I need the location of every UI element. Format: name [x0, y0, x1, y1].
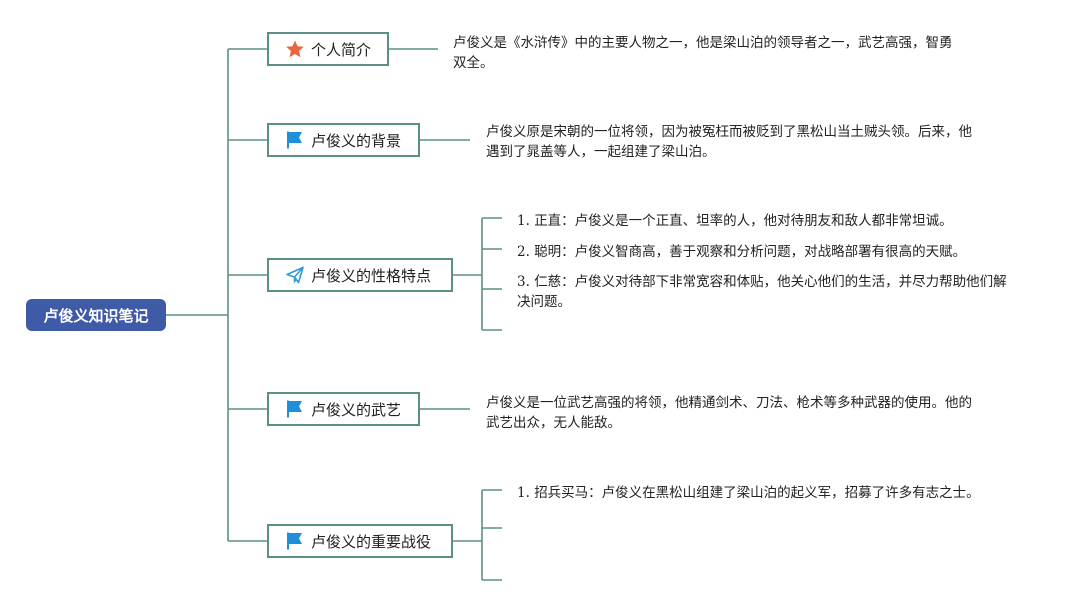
branch-label: 卢俊义的背景 — [311, 131, 402, 150]
branch-label: 卢俊义的性格特点 — [311, 266, 432, 285]
background-text: 卢俊义原是宋朝的一位将领，因为被冤枉而被贬到了黑松山当土贼头领。后来，他遇到了晁… — [486, 124, 972, 160]
item-number: 1. — [517, 213, 530, 229]
branch-node-personality[interactable]: 卢俊义的性格特点 — [267, 258, 453, 292]
item-number: 1. — [517, 485, 530, 501]
branch-label: 卢俊义的武艺 — [311, 400, 402, 419]
branch-node-battles[interactable]: 卢俊义的重要战役 — [267, 524, 453, 558]
item-number: 2. — [517, 244, 530, 260]
item-text: 聪明：卢俊义智商高，善于观察和分析问题，对战略部署有很高的天赋。 — [534, 244, 967, 260]
personality-item-3: 3. 仁慈：卢俊义对待部下非常宽容和体贴，他关心他们的生活，并尽力帮助他们解决问… — [517, 272, 1017, 312]
paper-plane-icon — [286, 266, 304, 284]
item-text: 仁慈：卢俊义对待部下非常宽容和体贴，他关心他们的生活，并尽力帮助他们解决问题。 — [517, 274, 1007, 310]
flag-icon — [287, 131, 302, 149]
branch-node-profile[interactable]: 个人简介 — [267, 32, 389, 66]
branch-node-background[interactable]: 卢俊义的背景 — [267, 123, 420, 157]
flag-icon — [287, 532, 302, 550]
branch-label: 个人简介 — [311, 40, 372, 59]
battles-item-1: 1. 招兵买马：卢俊义在黑松山组建了梁山泊的起义军，招募了许多有志之士。 — [517, 483, 1017, 503]
root-label: 卢俊义知识笔记 — [43, 306, 149, 325]
root-node[interactable]: 卢俊义知识笔记 — [26, 299, 166, 331]
item-text: 正直：卢俊义是一个正直、坦率的人，他对待朋友和敌人都非常坦诚。 — [534, 213, 953, 229]
item-number: 3. — [517, 274, 530, 290]
branch-label: 卢俊义的重要战役 — [311, 532, 432, 551]
flag-icon — [287, 400, 302, 418]
personality-item-2: 2. 聪明：卢俊义智商高，善于观察和分析问题，对战略部署有很高的天赋。 — [517, 242, 997, 262]
personality-item-1: 1. 正直：卢俊义是一个正直、坦率的人，他对待朋友和敌人都非常坦诚。 — [517, 211, 997, 231]
branch-node-martial-arts[interactable]: 卢俊义的武艺 — [267, 392, 420, 426]
profile-text: 卢俊义是《水浒传》中的主要人物之一，他是梁山泊的领导者之一，武艺高强，智勇双全。 — [453, 35, 953, 71]
star-icon — [286, 40, 304, 58]
item-text: 招兵买马：卢俊义在黑松山组建了梁山泊的起义军，招募了许多有志之士。 — [534, 485, 980, 501]
martial-arts-text: 卢俊义是一位武艺高强的将领，他精通剑术、刀法、枪术等多种武器的使用。他的武艺出众… — [486, 395, 972, 431]
